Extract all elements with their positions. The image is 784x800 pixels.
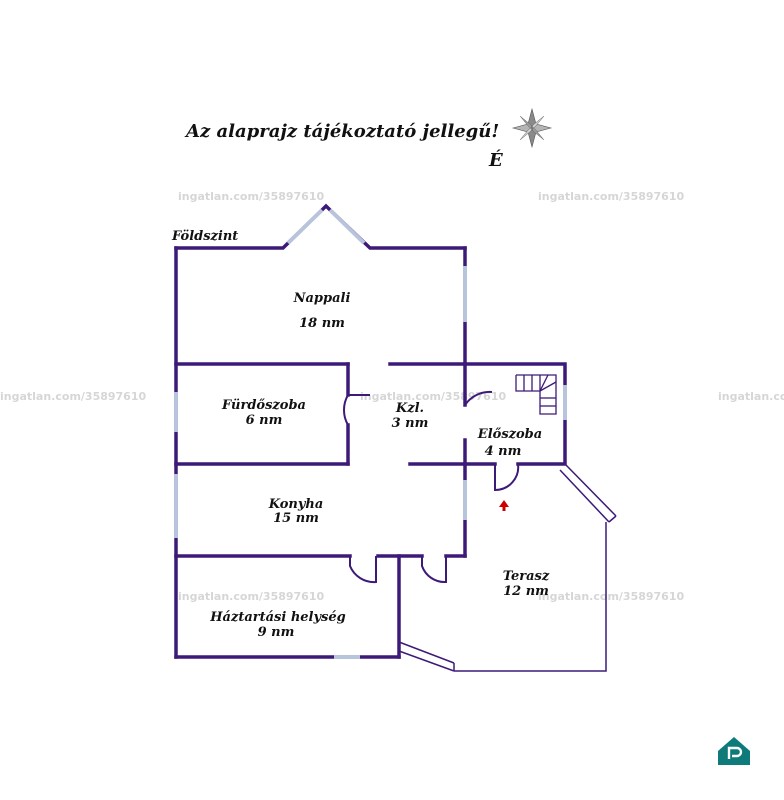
door-hall — [464, 390, 493, 406]
terrace-rail-end — [608, 515, 617, 523]
north-label: É — [488, 148, 503, 171]
room-labels: Nappali 18 nm Fürdőszoba 6 nm Kzl. 3 nm … — [209, 291, 550, 640]
room-name-kzl: Kzl. — [395, 401, 424, 416]
house-p-logo-icon — [718, 737, 750, 765]
terrace-outline — [398, 463, 617, 672]
room-name-nappali: Nappali — [293, 291, 351, 306]
room-name-haztartasi: Háztartási helység — [209, 610, 345, 625]
walls — [174, 203, 567, 659]
door-entry — [494, 463, 520, 492]
room-area-terasz: 12 nm — [503, 584, 549, 599]
room-name-konyha: Konyha — [268, 497, 324, 512]
room-area-konyha: 15 nm — [273, 511, 319, 526]
room-area-furdoszoba: 6 nm — [246, 413, 283, 428]
watermark-5: ingatlan.com/35897610 — [718, 390, 784, 403]
room-area-haztartasi: 9 nm — [258, 625, 295, 640]
terrace-step-1 — [398, 641, 455, 664]
window-bay-left — [286, 208, 324, 245]
plan-disclaimer-title: Az alaprajz tájékoztató jellegű! — [184, 121, 499, 142]
window-bay-right — [328, 208, 366, 245]
room-area-nappali: 18 nm — [299, 316, 345, 331]
entry-arrow-icon — [499, 500, 509, 511]
watermark-6: ingatlan.com/35897610 — [178, 590, 324, 603]
doors — [343, 390, 520, 584]
wall-top-bay — [174, 203, 467, 250]
terrace-edge — [454, 522, 607, 672]
windows — [174, 208, 567, 659]
room-name-terasz: Terasz — [503, 569, 550, 584]
watermark-7: ingatlan.com/35897610 — [538, 590, 684, 603]
terrace-rail-outer — [564, 463, 617, 517]
stairs-icon — [515, 374, 557, 415]
room-area-kzl: 3 nm — [392, 416, 429, 431]
watermarks: ingatlan.com/35897610 ingatlan.com/35897… — [0, 190, 784, 603]
watermark-2: ingatlan.com/35897610 — [538, 190, 684, 203]
terrace-step-2 — [398, 650, 455, 672]
door-bath — [343, 394, 349, 426]
door-kitchen-utility — [349, 556, 377, 584]
room-area-eloszoba: 4 nm — [485, 444, 522, 459]
compass-rose-icon — [511, 107, 553, 149]
room-name-furdoszoba: Fürdőszoba — [221, 398, 306, 413]
floor-label: Földszint — [171, 229, 238, 244]
door-kitchen-terrace — [421, 556, 447, 584]
watermark-1: ingatlan.com/35897610 — [178, 190, 324, 203]
room-name-eloszoba: Előszoba — [477, 427, 542, 442]
terrace-rail-inner — [559, 469, 610, 523]
watermark-3: ingatlan.com/35897610 — [0, 390, 146, 403]
